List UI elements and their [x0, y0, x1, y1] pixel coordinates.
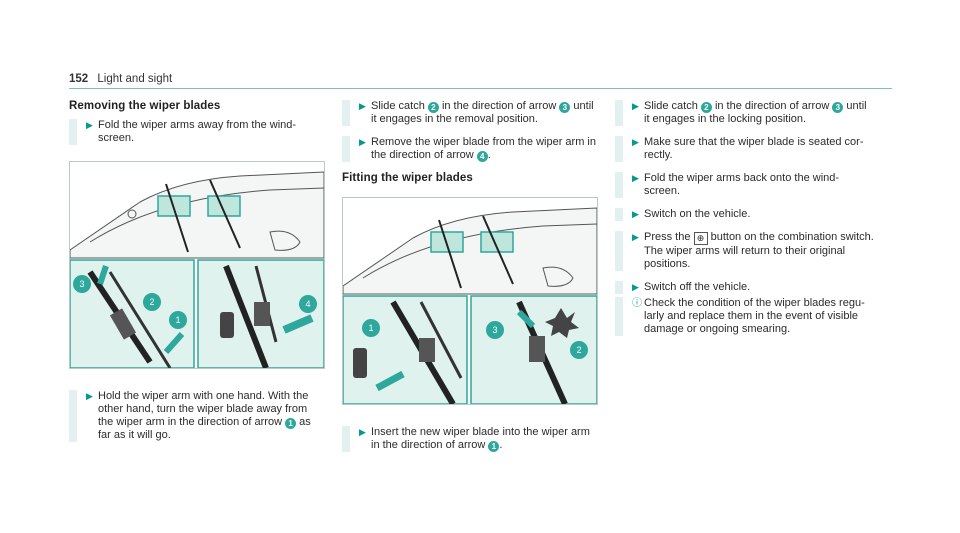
step-text: Slide catch 2 in the direction of arrow …: [371, 100, 596, 126]
heading-fitting: Fitting the wiper blades: [342, 172, 473, 184]
figure-fitting: 1 2 3: [342, 197, 598, 406]
step-text-part: Insert the new wiper blade into the wipe…: [371, 426, 590, 451]
column-right: ▶ Slide catch 2 in the direction of arro…: [615, 100, 875, 346]
callout-number: 3: [559, 102, 571, 113]
step-text: Remove the wiper blade from the wiper ar…: [371, 136, 596, 162]
callout-1: [362, 319, 380, 337]
step-text-part: Slide catch: [371, 100, 425, 112]
callout-number: 2: [427, 102, 439, 113]
callout-4: [299, 295, 317, 313]
heading-removing: Removing the wiper blades: [69, 100, 221, 112]
step-bar: [615, 100, 623, 126]
callout-number: 3: [832, 102, 844, 113]
step-bar: [342, 100, 350, 126]
step-arrow-icon: ▶: [632, 232, 639, 242]
note-text: Check the condition of the wiper blades …: [644, 297, 865, 335]
column-middle: ▶ Slide catch 2 in the direction of arro…: [342, 100, 598, 462]
step-arrow-icon: ▶: [632, 282, 639, 292]
step-press-button: ▶ Press the ⊕ button on the combination …: [615, 231, 875, 271]
page-number: 152: [69, 73, 89, 85]
page-header: 152 Light and sight: [69, 73, 172, 85]
step-arrow-icon: ▶: [632, 173, 639, 183]
step-text-part: Remove the wiper blade from the wiper ar…: [371, 136, 596, 161]
step-text-part: until it engages in the removal position…: [371, 100, 594, 125]
step-bar: [69, 390, 77, 442]
step-text-part: in the direction of arrow: [714, 100, 830, 112]
section-title: Light and sight: [97, 73, 173, 85]
step-switch-off: ▶ Switch off the vehicle.: [615, 281, 875, 294]
step-text-part: in the direction of arrow: [441, 100, 557, 112]
step-text: Hold the wiper arm with one hand. With t…: [98, 390, 323, 442]
step-text-part: .: [499, 439, 503, 451]
callout-2: [143, 293, 161, 311]
step-text-part: Slide catch: [644, 100, 698, 112]
step-arrow-icon: ▶: [359, 427, 366, 437]
callout-2-label: 2: [149, 297, 154, 307]
step-text: Slide catch 2 in the direction of arrow …: [644, 100, 875, 126]
step-text-part: .: [487, 149, 491, 161]
callout-4-label: 4: [305, 299, 310, 309]
step-fold-arms: ▶ Fold the wiper arms away from the wind…: [69, 119, 323, 145]
callout-3: [486, 321, 504, 339]
header-rule: [69, 88, 892, 89]
step-text: Insert the new wiper blade into the wipe…: [371, 426, 596, 452]
step-arrow-icon: ▶: [359, 137, 366, 147]
callout-1-label: 1: [368, 323, 373, 333]
note-check-condition: ⓘ Check the condition of the wiper blade…: [615, 297, 875, 336]
figure-removing: 1 2 3 4: [69, 161, 325, 370]
step-text: Fold the wiper arms away from the wind-s…: [98, 119, 297, 144]
step-text-part: Press the: [644, 231, 691, 243]
step-slide-catch-removal: ▶ Slide catch 2 in the direction of arro…: [342, 100, 596, 126]
callout-2-label: 2: [576, 345, 581, 355]
wiper-button-icon: ⊕: [693, 232, 708, 245]
step-arrow-icon: ▶: [632, 101, 639, 111]
step-text-part: as far as it will go.: [98, 416, 311, 441]
step-arrow-icon: ▶: [632, 209, 639, 219]
callout-number: 2: [700, 102, 712, 113]
step-text: Press the ⊕ button on the combination sw…: [644, 231, 875, 271]
callout-1: [169, 311, 187, 329]
step-bar: [342, 426, 350, 452]
step-result-text: The wiper arms will return to their orig…: [644, 245, 846, 270]
step-bar: [615, 297, 623, 336]
column-removing: Removing the wiper blades ▶ Fold the wip…: [69, 100, 325, 452]
step-bar: [615, 231, 623, 271]
callout-1-label: 1: [175, 315, 180, 325]
info-icon: ⓘ: [632, 298, 642, 309]
step-bar: [615, 136, 623, 162]
callout-3: [73, 275, 91, 293]
step-arrow-icon: ▶: [86, 391, 93, 401]
step-text-part: Hold the wiper arm with one hand. With t…: [98, 390, 309, 428]
callout-3-label: 3: [79, 279, 84, 289]
step-check-seated: ▶ Make sure that the wiper blade is seat…: [615, 136, 875, 162]
step-bar: [615, 281, 623, 294]
callout-2: [570, 341, 588, 359]
step-arrow-icon: ▶: [359, 101, 366, 111]
step-switch-on: ▶ Switch on the vehicle.: [615, 208, 875, 221]
step-bar: [615, 172, 623, 198]
step-text-part: until it engages in the locking position…: [644, 100, 867, 125]
step-text: Fold the wiper arms back onto the wind-s…: [644, 172, 840, 197]
step-slide-catch-locking: ▶ Slide catch 2 in the direction of arro…: [615, 100, 875, 126]
step-text: Switch on the vehicle.: [644, 208, 751, 220]
callout-number: 1: [285, 418, 297, 429]
callout-3-label: 3: [492, 325, 497, 335]
step-arrow-icon: ▶: [86, 120, 93, 130]
step-bar: [615, 208, 623, 221]
step-insert-blade: ▶ Insert the new wiper blade into the wi…: [342, 426, 596, 452]
step-remove-blade: ▶ Remove the wiper blade from the wiper …: [342, 136, 596, 162]
step-turn-blade: ▶ Hold the wiper arm with one hand. With…: [69, 390, 323, 442]
step-fold-back: ▶ Fold the wiper arms back onto the wind…: [615, 172, 875, 198]
step-arrow-icon: ▶: [632, 137, 639, 147]
callout-number: 1: [488, 441, 500, 452]
step-text-part: button on the combination switch.: [710, 231, 874, 243]
step-bar: [342, 136, 350, 162]
step-bar: [69, 119, 77, 145]
step-text: Make sure that the wiper blade is seated…: [644, 136, 864, 161]
callout-number: 4: [476, 151, 488, 162]
step-text: Switch off the vehicle.: [644, 281, 751, 293]
